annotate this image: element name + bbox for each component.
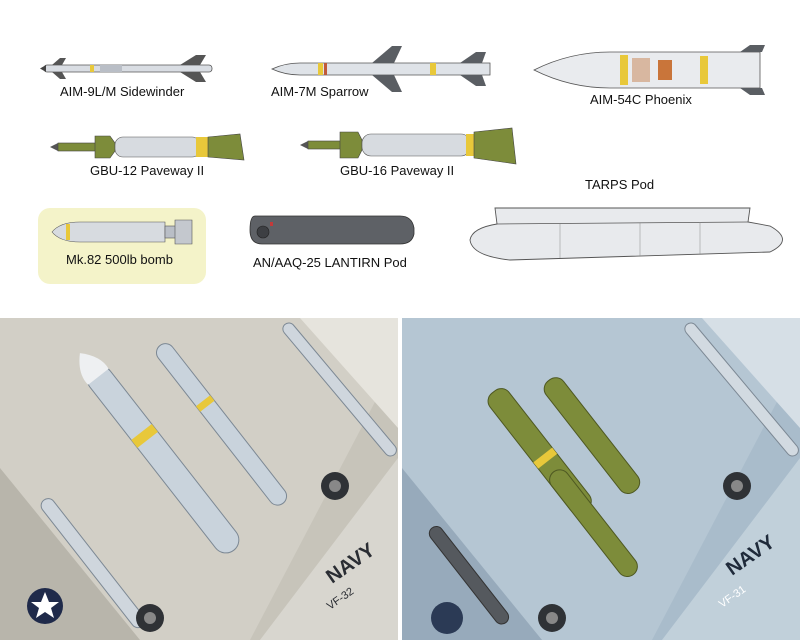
mk82-label: Mk.82 500lb bomb xyxy=(66,252,173,267)
weapons-reference-panel: AIM-9L/M Sidewinder AIM-7M Sparrow AIM-5… xyxy=(0,0,800,305)
lantirn-label: AN/AAQ-25 LANTIRN Pod xyxy=(253,255,407,270)
aim9-sidewinder-icon xyxy=(40,55,213,82)
aim54-label: AIM-54C Phoenix xyxy=(590,92,692,107)
aim9-label: AIM-9L/M Sidewinder xyxy=(60,84,185,99)
aim7-sparrow-icon xyxy=(271,46,491,92)
blue-aircraft-illustration: NAVY VF-31 xyxy=(402,318,800,640)
gbu16-paveway-icon xyxy=(300,127,517,165)
tarps-label: TARPS Pod xyxy=(585,177,655,192)
tarps-pod-icon xyxy=(469,207,783,261)
gbu12-label: GBU-12 Paveway II xyxy=(90,163,205,178)
weapons-artwork xyxy=(40,45,783,261)
gray-aircraft-illustration: NAVY VF-32 xyxy=(0,318,398,640)
lantirn-pod-icon xyxy=(249,215,415,245)
gray-scheme-render: NAVY VF-32 xyxy=(0,318,398,640)
blue-scheme-render: NAVY VF-31 xyxy=(402,318,800,640)
gbu16-label: GBU-16 Paveway II xyxy=(340,163,455,178)
aim7-label: AIM-7M Sparrow xyxy=(271,84,369,99)
aim54-phoenix-icon xyxy=(533,45,765,95)
gbu12-paveway-icon xyxy=(50,133,245,161)
mk82-bomb-icon xyxy=(51,219,193,245)
